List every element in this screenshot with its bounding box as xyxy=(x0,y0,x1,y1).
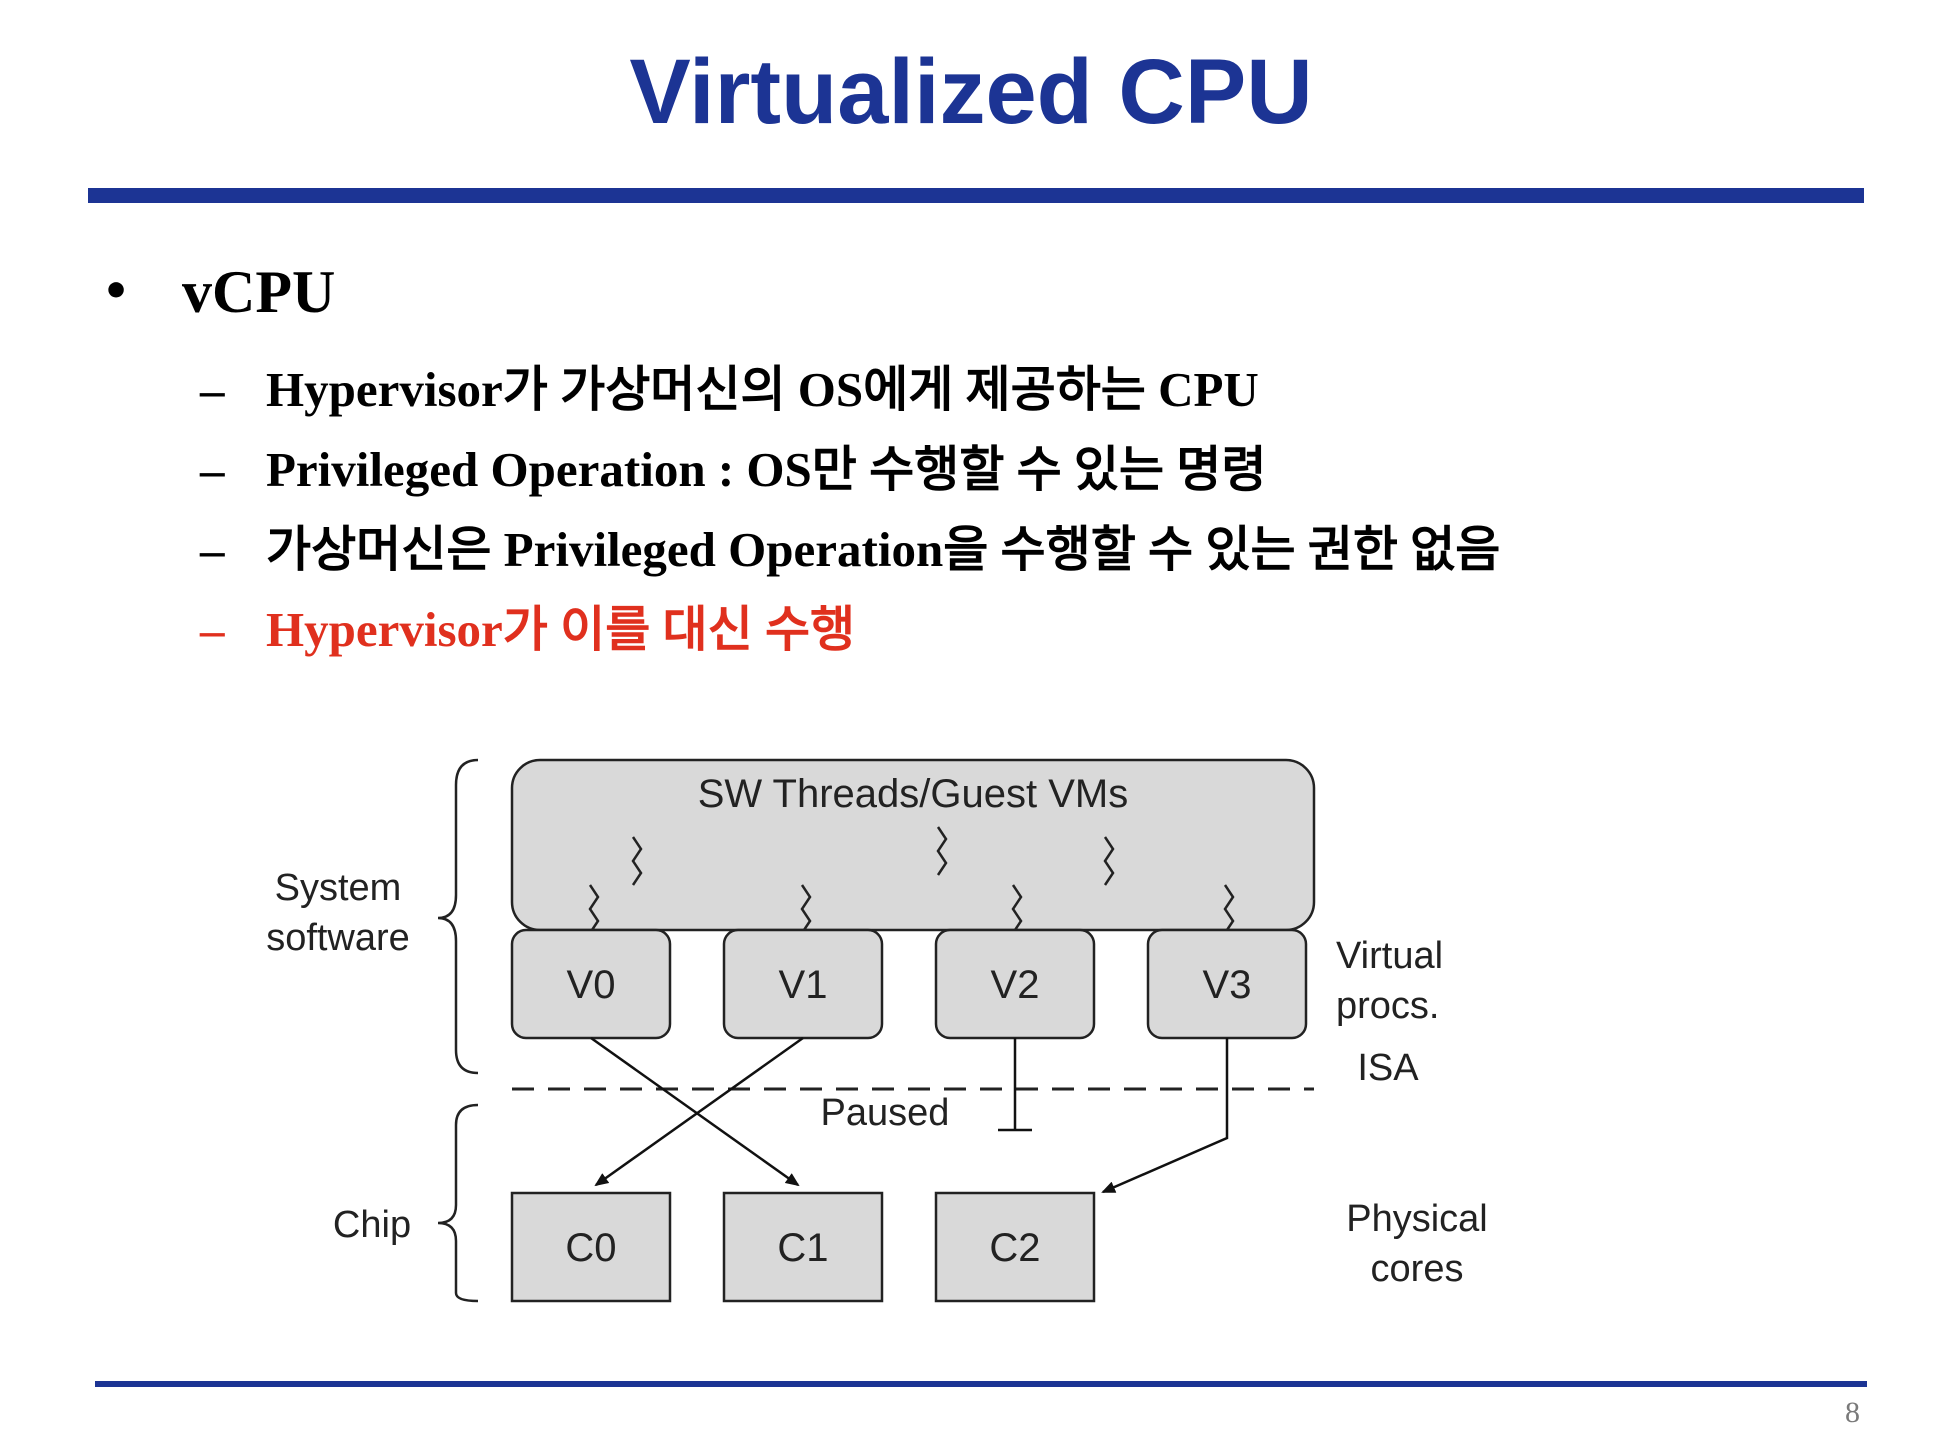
sub-bullet-1: –Hypervisor가 가상머신의 OS에게 제공하는 CPU xyxy=(200,350,1259,421)
physical-core-boxes: C0 C1 C2 xyxy=(510,1191,1096,1303)
physical-core-c1-label: C1 xyxy=(777,1226,828,1270)
bullet-vcpu: • vCPU xyxy=(102,258,335,327)
virtual-proc-v3-label: V3 xyxy=(1203,963,1252,1007)
virtual-procs-label-line1: Virtual xyxy=(1336,935,1443,977)
sw-threads-box xyxy=(510,758,1316,932)
paused-label: Paused xyxy=(821,1092,950,1134)
mapping-lines xyxy=(590,1036,1229,1194)
sub-bullet-marker: – xyxy=(200,442,225,497)
system-software-brace xyxy=(437,758,479,1075)
isa-label: ISA xyxy=(1357,1047,1419,1089)
sub-bullet-marker: – xyxy=(200,522,225,577)
sub-bullet-4-highlight: –Hypervisor가 이를 대신 수행 xyxy=(200,590,855,661)
physical-core-c0-label: C0 xyxy=(565,1226,616,1270)
slide-title: Virtualized CPU xyxy=(629,41,1313,143)
sub-bullet-text: Hypervisor가 이를 대신 수행 xyxy=(266,602,856,657)
system-software-label-line2: software xyxy=(266,917,410,959)
mapping-v0-c1 xyxy=(590,1036,800,1187)
footer-divider xyxy=(95,1381,1867,1387)
sw-threads-label: SW Threads/Guest VMs xyxy=(698,772,1129,816)
bullet-marker: • xyxy=(102,266,131,317)
physical-core-c2-label: C2 xyxy=(989,1226,1040,1270)
virtual-processor-boxes: V0 V1 V2 V3 xyxy=(510,928,1308,1040)
sub-bullet-text: 가상머신은 Privileged Operation을 수행할 수 있는 권한 … xyxy=(266,522,1501,577)
chip-brace xyxy=(437,1103,479,1303)
thread-squiggles xyxy=(588,826,1235,934)
physical-cores-label-line1: Physical xyxy=(1346,1198,1488,1240)
sub-bullet-3: –가상머신은 Privileged Operation을 수행할 수 있는 권한… xyxy=(200,510,1500,581)
physical-cores-label-line2: cores xyxy=(1371,1248,1464,1290)
virtual-proc-v0-label: V0 xyxy=(567,963,616,1007)
vcpu-mapping-diagram: SW Threads/Guest VMs V0 V1 V2 V3 xyxy=(266,758,1488,1303)
sub-bullet-2: –Privileged Operation : OS만 수행할 수 있는 명령 xyxy=(200,430,1266,501)
physical-core-c0-box xyxy=(510,1191,672,1303)
physical-core-c2-box xyxy=(934,1191,1096,1303)
sub-bullet-text: Hypervisor가 가상머신의 OS에게 제공하는 CPU xyxy=(266,362,1259,417)
sub-bullet-marker: – xyxy=(200,602,225,657)
sub-bullet-text: Privileged Operation : OS만 수행할 수 있는 명령 xyxy=(266,442,1267,497)
virtual-procs-label-line2: procs. xyxy=(1336,985,1439,1027)
virtual-proc-v1-label: V1 xyxy=(779,963,828,1007)
virtual-proc-v2-label: V2 xyxy=(991,963,1040,1007)
system-software-label-line1: System xyxy=(275,867,402,909)
chip-label: Chip xyxy=(333,1204,411,1246)
mapping-v3-c2 xyxy=(1101,1038,1229,1194)
physical-core-c1-box xyxy=(722,1191,884,1303)
bullet-main-text: vCPU xyxy=(182,259,336,325)
mapping-v1-c0 xyxy=(594,1036,804,1187)
page-number: 8 xyxy=(1845,1396,1860,1429)
sub-bullet-marker: – xyxy=(200,362,225,417)
title-divider xyxy=(88,188,1864,203)
